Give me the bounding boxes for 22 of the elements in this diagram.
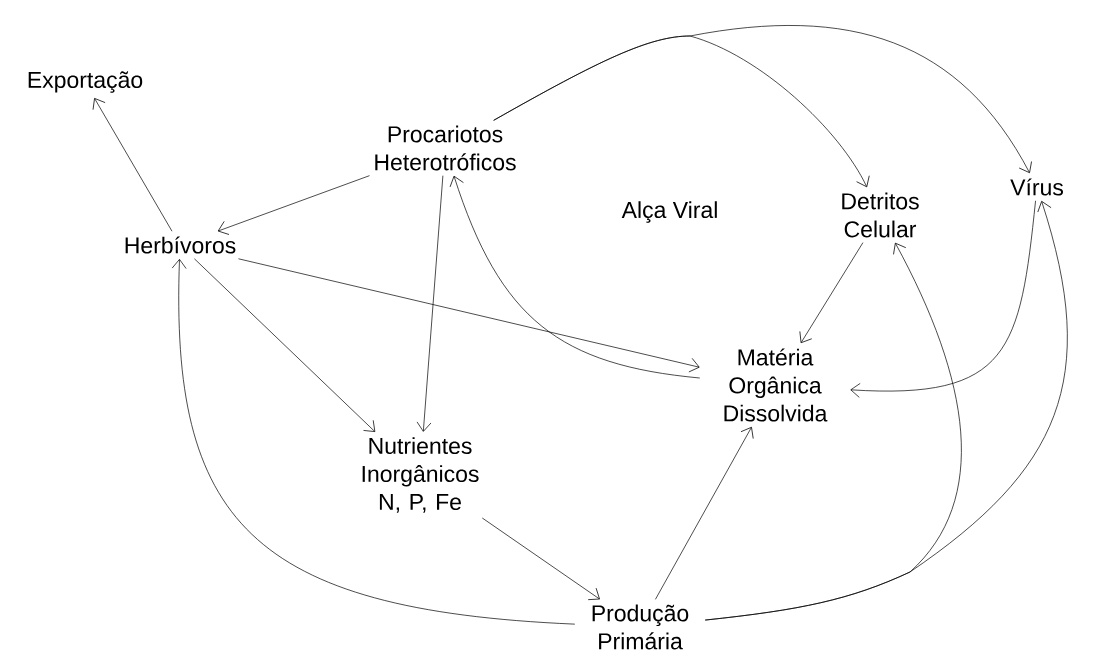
node-label: Nutrientes Inorgânicos N, P, Fe xyxy=(362,437,479,513)
region-label: Alça Viral xyxy=(621,201,717,223)
arrow xyxy=(493,25,1032,174)
node-label: Detritos Celular xyxy=(842,192,919,238)
arrow xyxy=(238,258,700,373)
arrow xyxy=(449,175,701,379)
arrow xyxy=(92,98,173,232)
arrow xyxy=(704,200,1068,621)
arrow xyxy=(194,258,376,432)
arrow xyxy=(481,517,600,600)
node-label: Produção Primária xyxy=(592,604,689,650)
node-label: Exportação xyxy=(28,71,143,93)
arrow xyxy=(416,175,444,432)
node-label: Herbívoros xyxy=(125,236,236,254)
arrow xyxy=(850,200,1036,398)
node-label: Vírus xyxy=(1010,178,1063,196)
arrow xyxy=(217,175,370,235)
node-label: Procariotos Heterotróficos xyxy=(375,125,516,171)
node-label: Matéria Orgânica Dissolvida xyxy=(724,348,828,422)
arrow xyxy=(799,242,864,344)
arrow xyxy=(655,426,754,600)
arrow xyxy=(171,259,576,625)
